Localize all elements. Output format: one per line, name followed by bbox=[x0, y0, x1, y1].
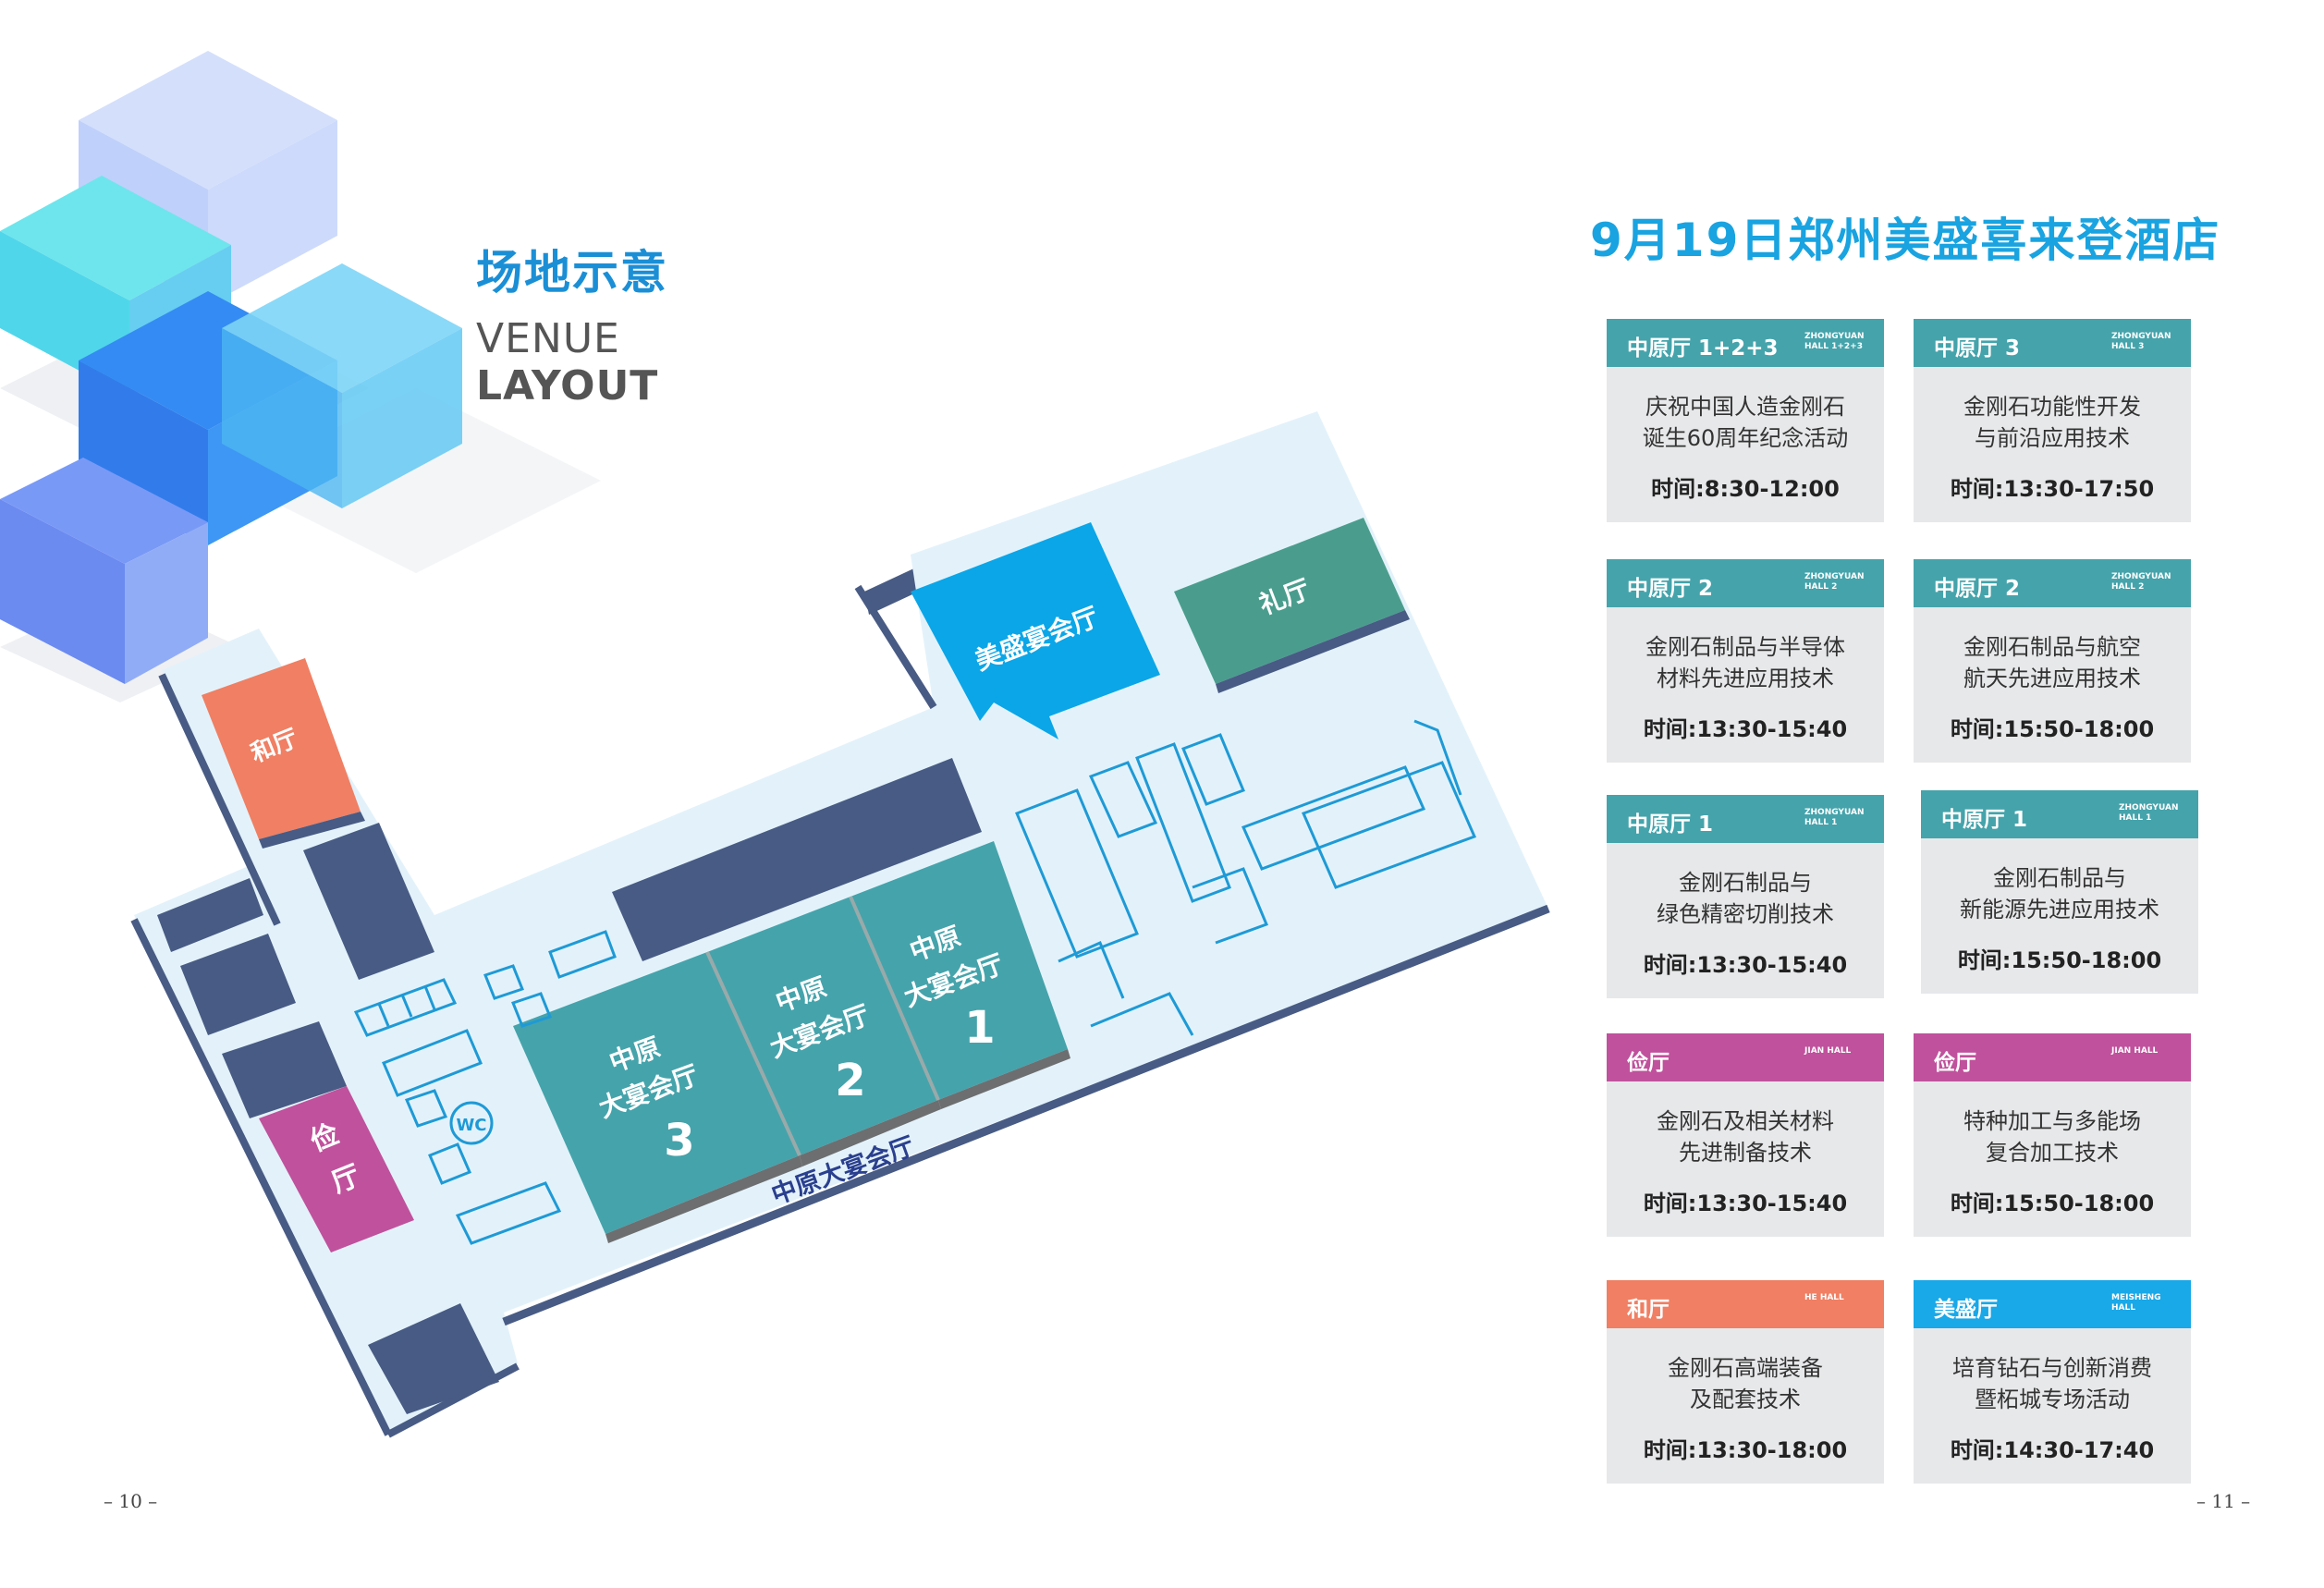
card-header: 中原厅 3 ZHONGYUAN HALL 3 bbox=[1914, 319, 2191, 367]
decorative-cubes bbox=[0, 51, 601, 702]
card-topic-2: 新能源先进应用技术 bbox=[1960, 897, 2159, 922]
card-time: 时间:14:30-17:40 bbox=[1950, 1437, 2155, 1463]
schedule-card: 中原厅 2 ZHONGYUAN HALL 2 金刚石制品与航空 航天先进应用技术… bbox=[1914, 559, 2191, 763]
card-hall-en: ZHONGYUAN HALL 1 bbox=[2119, 803, 2179, 823]
card-header: 美盛厅 MEISHENG HALL bbox=[1914, 1280, 2191, 1328]
card-topic-2: 及配套技术 bbox=[1690, 1386, 1801, 1412]
card-topic-1: 金刚石制品与 bbox=[1993, 865, 2126, 891]
zhongyuan-hall-3[interactable] bbox=[513, 952, 800, 1234]
card-topic-1: 金刚石高端装备 bbox=[1668, 1355, 1823, 1381]
page-number-left: – 10 – bbox=[104, 1490, 158, 1512]
wc-label: WC bbox=[456, 1116, 486, 1135]
schedule-card: 和厅 HE HALL 金刚石高端装备 及配套技术 时间:13:30-18:00 bbox=[1607, 1280, 1884, 1484]
card-time: 时间:15:50-18:00 bbox=[1950, 716, 2155, 742]
card-topic-1: 金刚石及相关材料 bbox=[1657, 1108, 1834, 1134]
card-topic-2: 复合加工技术 bbox=[1986, 1140, 2119, 1166]
card-topic-1: 金刚石制品与半导体 bbox=[1645, 634, 1845, 660]
zy3-number: 3 bbox=[664, 1115, 694, 1167]
card-header: 和厅 HE HALL bbox=[1607, 1280, 1884, 1328]
card-hall-en: MEISHENG HALL bbox=[2111, 1293, 2161, 1313]
card-header: 中原厅 2 ZHONGYUAN HALL 2 bbox=[1607, 559, 1884, 607]
venue-heading-en-2: LAYOUT bbox=[476, 362, 659, 409]
li-hall-shape[interactable] bbox=[1174, 518, 1405, 684]
card-header: 中原厅 2 ZHONGYUAN HALL 2 bbox=[1914, 559, 2191, 607]
he-hall-shape[interactable] bbox=[202, 658, 361, 839]
card-hall-name: 美盛厅 bbox=[1934, 1298, 1998, 1322]
card-header: 俭厅 JIAN HALL bbox=[1914, 1033, 2191, 1081]
card-hall-en: ZHONGYUAN HALL 2 bbox=[2111, 572, 2171, 592]
card-hall-name: 中原厅 1 bbox=[1941, 808, 2028, 832]
hotel-title: 9月19日郑州美盛喜来登酒店 bbox=[1590, 214, 2221, 267]
navy-long-block bbox=[612, 758, 982, 961]
card-hall-en: ZHONGYUAN HALL 1+2+3 bbox=[1804, 332, 1865, 351]
card-hall-name: 中原厅 2 bbox=[1627, 577, 1714, 601]
card-topic-2: 与前沿应用技术 bbox=[1975, 425, 2130, 451]
card-topic-2: 材料先进应用技术 bbox=[1657, 666, 1834, 691]
card-topic-1: 金刚石制品与 bbox=[1679, 870, 1812, 896]
venue-heading-zh: 场地示意 bbox=[476, 246, 668, 299]
card-topic-2: 暨柘城专场活动 bbox=[1975, 1386, 2130, 1412]
card-hall-name: 俭厅 bbox=[1934, 1051, 1976, 1075]
schedule-card: 俭厅 JIAN HALL 特种加工与多能场 复合加工技术 时间:15:50-18… bbox=[1914, 1033, 2191, 1237]
venue-heading: 场地示意 VENUE LAYOUT bbox=[476, 236, 668, 409]
card-topic-1: 特种加工与多能场 bbox=[1963, 1108, 2141, 1134]
schedule-card: 中原厅 1+2+3 ZHONGYUAN HALL 1+2+3 庆祝中国人造金刚石… bbox=[1607, 319, 1884, 522]
card-topic-2: 绿色精密切削技术 bbox=[1657, 901, 1834, 927]
card-time: 时间:13:30-17:50 bbox=[1950, 476, 2155, 502]
card-hall-name: 俭厅 bbox=[1627, 1051, 1670, 1075]
schedule-card: 中原厅 1 ZHONGYUAN HALL 1 金刚石制品与 新能源先进应用技术 … bbox=[1921, 790, 2198, 994]
schedule-card: 美盛厅 MEISHENG HALL 培育钻石与创新消费 暨柘城专场活动 时间:1… bbox=[1914, 1280, 2191, 1484]
card-hall-name: 中原厅 1 bbox=[1627, 812, 1714, 837]
zy1-number: 1 bbox=[964, 1002, 995, 1054]
card-topic-1: 庆祝中国人造金刚石 bbox=[1645, 394, 1845, 420]
card-topic-1: 金刚石功能性开发 bbox=[1963, 394, 2141, 420]
card-header: 中原厅 1 ZHONGYUAN HALL 1 bbox=[1607, 795, 1884, 843]
jian-hall-shape[interactable] bbox=[259, 1086, 414, 1252]
card-hall-en: ZHONGYUAN HALL 1 bbox=[1804, 808, 1865, 827]
card-hall-name: 和厅 bbox=[1627, 1298, 1670, 1322]
card-time: 时间:13:30-18:00 bbox=[1643, 1437, 1848, 1463]
card-time: 时间:15:50-18:00 bbox=[1957, 947, 2162, 973]
card-hall-en: JIAN HALL bbox=[1804, 1046, 1852, 1056]
card-header: 中原厅 1 ZHONGYUAN HALL 1 bbox=[1921, 790, 2198, 838]
card-topic-2: 先进制备技术 bbox=[1679, 1140, 1812, 1166]
card-hall-name: 中原厅 3 bbox=[1934, 336, 2021, 360]
page-number-right: – 11 – bbox=[2196, 1490, 2251, 1512]
schedule-card: 俭厅 JIAN HALL 金刚石及相关材料 先进制备技术 时间:13:30-15… bbox=[1607, 1033, 1884, 1237]
meisheng-hall-shape[interactable] bbox=[911, 522, 1160, 739]
venue-heading-en-1: VENUE bbox=[476, 315, 620, 362]
card-topic-2: 航天先进应用技术 bbox=[1963, 666, 2141, 691]
card-hall-name: 中原厅 2 bbox=[1934, 577, 2021, 601]
card-time: 时间:13:30-15:40 bbox=[1643, 1191, 1848, 1216]
card-hall-en: HE HALL bbox=[1804, 1293, 1844, 1302]
card-time: 时间:13:30-15:40 bbox=[1643, 952, 1848, 978]
schedule-card: 中原厅 1 ZHONGYUAN HALL 1 金刚石制品与 绿色精密切削技术 时… bbox=[1607, 795, 1884, 998]
schedule-card: 中原厅 2 ZHONGYUAN HALL 2 金刚石制品与半导体 材料先进应用技… bbox=[1607, 559, 1884, 763]
zhongyuan-hall-2[interactable] bbox=[707, 897, 938, 1155]
zhongyuan-hall-1[interactable] bbox=[850, 841, 1068, 1100]
zy2-number: 2 bbox=[835, 1055, 865, 1106]
card-hall-en: JIAN HALL bbox=[2111, 1046, 2159, 1056]
floor-plan: 美盛宴会厅 礼厅 和厅 俭 厅 中原 大宴会厅 3 中原 大宴会厅 2 中原 大… bbox=[130, 411, 1550, 1438]
card-header: 俭厅 JIAN HALL bbox=[1607, 1033, 1884, 1081]
card-time: 时间:13:30-15:40 bbox=[1643, 716, 1848, 742]
card-header: 中原厅 1+2+3 ZHONGYUAN HALL 1+2+3 bbox=[1607, 319, 1884, 367]
schedule-card: 中原厅 3 ZHONGYUAN HALL 3 金刚石功能性开发 与前沿应用技术 … bbox=[1914, 319, 2191, 522]
card-time: 时间:8:30-12:00 bbox=[1651, 476, 1840, 502]
card-topic-2: 诞生60周年纪念活动 bbox=[1642, 425, 1849, 451]
card-topic-1: 金刚石制品与航空 bbox=[1963, 634, 2141, 660]
card-hall-en: ZHONGYUAN HALL 3 bbox=[2111, 332, 2171, 351]
card-time: 时间:15:50-18:00 bbox=[1950, 1191, 2155, 1216]
card-hall-en: ZHONGYUAN HALL 2 bbox=[1804, 572, 1865, 592]
card-topic-1: 培育钻石与创新消费 bbox=[1952, 1355, 2152, 1381]
card-hall-name: 中原厅 1+2+3 bbox=[1627, 336, 1779, 360]
